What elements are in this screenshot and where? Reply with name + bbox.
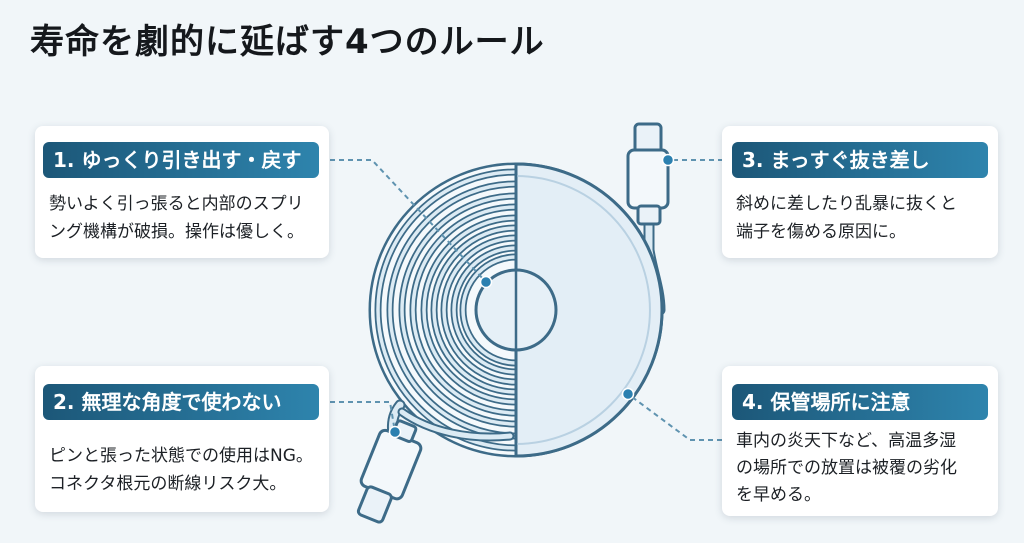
rule-card-3-heading: 3. まっすぐ抜き差し — [732, 142, 988, 178]
coil-ring-highlight — [442, 236, 516, 384]
page-title: 寿命を劇的に延ばす4つのルール — [30, 22, 545, 62]
rule-card-3: 3. まっすぐ抜き差し 斜めに差したり乱暴に抜くと 端子を傷める原因に。 — [722, 126, 998, 258]
leader-line-2 — [330, 401, 396, 433]
reel-cutaway-coils — [371, 165, 516, 455]
callout-dot-4 — [621, 387, 635, 401]
rule-card-2-text: ピンと張った状態での使用はNG。 コネクタ根元の断線リスク大。 — [49, 446, 313, 494]
callout-dot-1 — [479, 275, 493, 289]
coil-ring-highlight — [432, 226, 516, 394]
callout-dot-2 — [388, 425, 402, 439]
reel-cover — [514, 162, 664, 458]
rule-card-4-text: 車内の炎天下など、高温多湿 の場所での放置は被覆の劣化 を早める。 — [736, 431, 957, 505]
rule-card-1-heading: 1. ゆっくり引き出す・戻す — [43, 142, 319, 178]
rule-card-2: 2. 無理な角度で使わない ピンと張った状態での使用はNG。 コネクタ根元の断線… — [35, 366, 329, 512]
coil-ring-highlight — [452, 246, 516, 374]
rule-card-4-heading: 4. 保管場所に注意 — [732, 384, 988, 420]
rule-card-3-text: 斜めに差したり乱暴に抜くと 端子を傷める原因に。 — [736, 194, 957, 242]
coil-ring-highlight — [411, 205, 516, 415]
leader-line-1 — [330, 159, 487, 283]
rule-card-1: 1. ゆっくり引き出す・戻す 勢いよく引っ張ると内部のスプリ ング機構が破損。操… — [35, 126, 329, 258]
bottom-connector-plug — [356, 419, 423, 524]
coil-ring-highlight — [461, 255, 516, 365]
coil-ring-highlight — [388, 182, 516, 438]
coil-ring-highlight — [376, 170, 516, 450]
coil-ring-highlight — [422, 216, 516, 404]
rule-card-2-heading: 2. 無理な角度で使わない — [43, 384, 319, 420]
leader-line-4 — [627, 393, 722, 441]
rule-card-1-text: 勢いよく引っ張ると内部のスプリ ング機構が破損。操作は優しく。 — [49, 194, 304, 242]
callout-dot-3 — [661, 153, 675, 167]
rule-card-4: 4. 保管場所に注意 車内の炎天下など、高温多湿 の場所での放置は被覆の劣化 を… — [722, 366, 998, 516]
top-connector-plug — [626, 122, 670, 226]
coil-ring-highlight — [400, 194, 516, 426]
